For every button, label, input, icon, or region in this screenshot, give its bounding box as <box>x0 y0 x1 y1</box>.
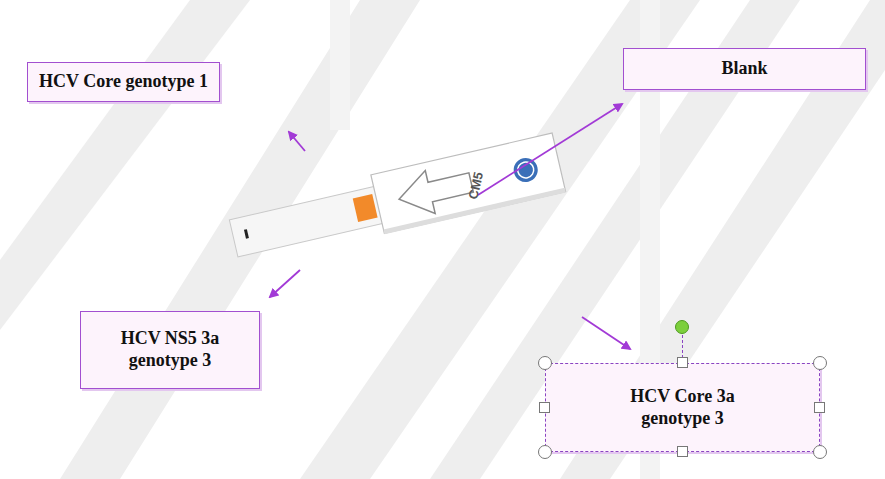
selection-handle <box>539 402 550 413</box>
selection-handle <box>677 446 688 457</box>
probe-box: HCV NS5 3a genotype 3 <box>80 311 260 389</box>
probe-box: Blank <box>623 48 866 90</box>
selection-handle <box>813 356 827 370</box>
selection-handle <box>677 357 688 368</box>
chip-model-text: CM5 <box>465 170 486 200</box>
probe-box: HCV Core genotype 1 <box>27 62 220 102</box>
selection-handle <box>538 445 552 459</box>
selection-handle <box>538 356 552 370</box>
box-label: HCV NS5 3a genotype 3 <box>95 328 245 371</box>
box-label: Blank <box>721 58 767 80</box>
leader-arrows <box>270 104 630 349</box>
rotate-handle <box>675 320 689 334</box>
selection-handle <box>813 445 827 459</box>
selection-handle <box>814 402 825 413</box>
probe-box: HCV Core 3a genotype 3 <box>545 363 820 452</box>
box-label: HCV Core genotype 1 <box>39 71 208 93</box>
sensor-chip <box>227 133 566 268</box>
rotate-stem <box>682 330 683 358</box>
box-label: HCV Core 3a genotype 3 <box>603 386 763 429</box>
